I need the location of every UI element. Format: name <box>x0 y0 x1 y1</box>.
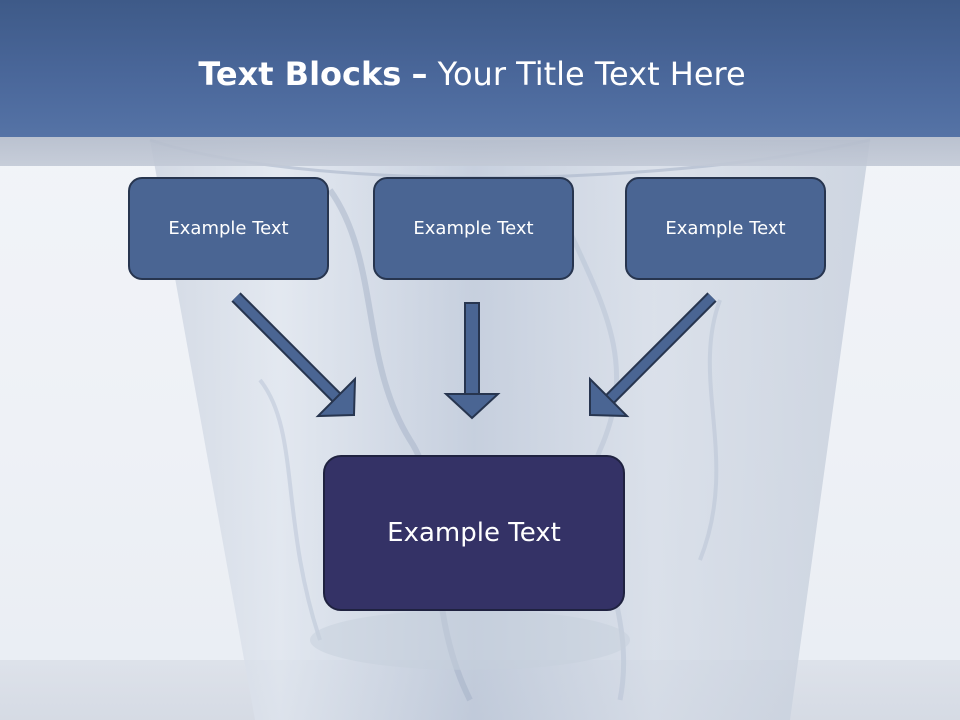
main-text-block-label: Example Text <box>387 518 561 548</box>
title-bar <box>0 0 960 137</box>
text-block-3-label: Example Text <box>665 218 786 239</box>
title-bar-strip <box>0 137 960 166</box>
text-block-1[interactable]: Example Text <box>128 177 329 280</box>
slide-title-bold: Text Blocks <box>198 55 402 93</box>
text-block-2-label: Example Text <box>413 218 534 239</box>
text-block-3[interactable]: Example Text <box>625 177 826 280</box>
text-block-1-label: Example Text <box>168 218 289 239</box>
slide-title-dash: – <box>411 55 428 93</box>
main-text-block[interactable]: Example Text <box>323 455 625 611</box>
text-block-2[interactable]: Example Text <box>373 177 574 280</box>
slide-title: Text Blocks – Your Title Text Here <box>0 52 944 96</box>
slide-title-rest: Your Title Text Here <box>437 55 746 93</box>
